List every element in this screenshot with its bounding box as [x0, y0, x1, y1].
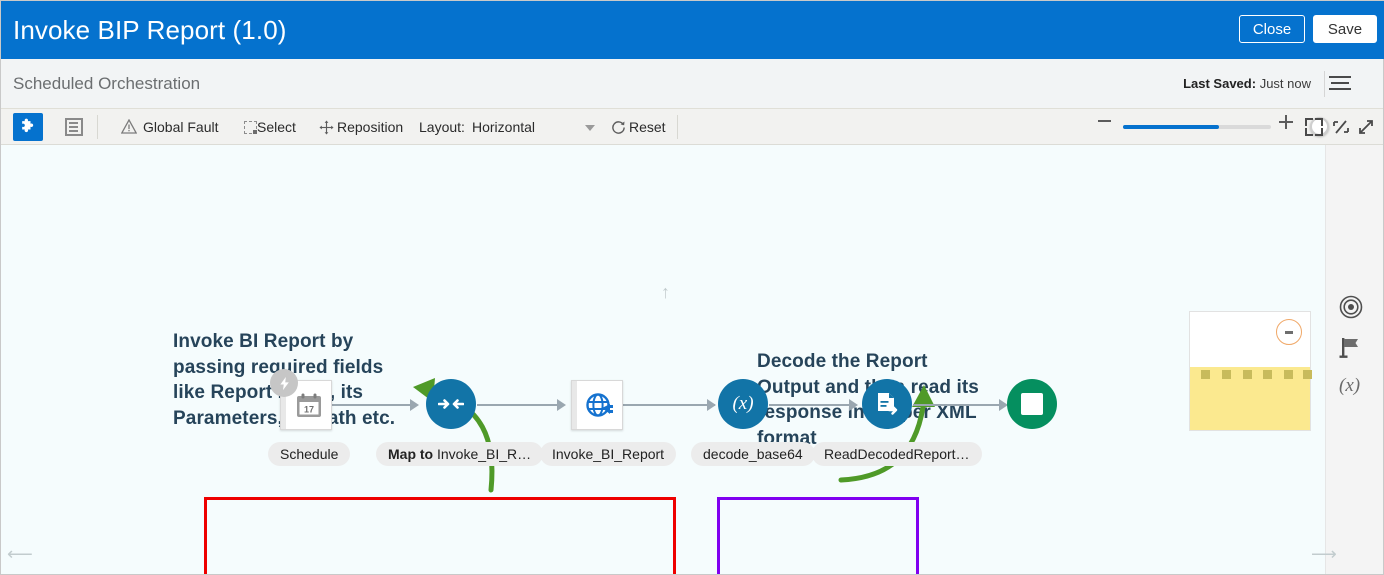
puzzle-icon[interactable] — [13, 113, 43, 141]
node-label-invoke-bi-report: Invoke_BI_Report — [540, 442, 677, 466]
toolbar-divider-1 — [97, 115, 98, 139]
reset-icon[interactable] — [611, 120, 626, 135]
connector-1 — [332, 404, 414, 406]
select-icon[interactable] — [244, 121, 257, 134]
connector-arrow-5 — [999, 399, 1008, 411]
reposition-icon[interactable] — [319, 120, 334, 135]
zoom-in-icon[interactable] — [1279, 115, 1293, 129]
node-label-decode-base64: decode_base64 — [691, 442, 815, 466]
last-saved-value: Just now — [1259, 76, 1311, 91]
close-button[interactable]: Close — [1239, 15, 1305, 43]
part-1-highlight — [204, 497, 676, 574]
chevron-down-icon[interactable] — [585, 125, 595, 131]
minimap-node-marker — [1263, 370, 1272, 379]
designer-toolbar: Global Fault Select Reposition Layout: H… — [1, 109, 1383, 145]
right-tool-strip — [1325, 145, 1383, 574]
connector-arrow-4 — [849, 399, 858, 411]
connector-3 — [623, 404, 715, 406]
node-label-schedule: Schedule — [268, 442, 351, 466]
minimap-node-marker — [1243, 370, 1252, 379]
soap-service-icon[interactable] — [571, 380, 623, 430]
variable-icon[interactable]: (x) — [1339, 375, 1361, 396]
node-label-prefix: Map to — [388, 446, 434, 462]
last-saved-status: Last Saved: Just now — [1183, 76, 1311, 91]
reset-button[interactable]: Reset — [629, 119, 666, 135]
connector-4 — [769, 404, 853, 406]
collapse-icon[interactable] — [1276, 319, 1302, 345]
select-button[interactable]: Select — [257, 119, 296, 135]
title-bar: Invoke BIP Report (1.0) Close Save — [1, 1, 1384, 59]
fit-to-screen-icon[interactable] — [1305, 118, 1323, 136]
layout-select[interactable]: Horizontal — [472, 119, 536, 135]
schedule-card[interactable]: 17 — [270, 369, 332, 430]
minimap-node-marker — [1284, 370, 1293, 379]
pan-up-arrow[interactable]: ↑ — [661, 282, 670, 302]
warning-triangle-icon[interactable] — [121, 119, 137, 134]
svg-text:17: 17 — [304, 405, 314, 415]
variable-x-icon[interactable]: (x) — [718, 379, 768, 429]
calendar-icon: 17 — [297, 393, 321, 417]
connector-arrow-2 — [557, 399, 566, 411]
connector-arrow-1 — [410, 399, 419, 411]
last-saved-label: Last Saved: — [1183, 76, 1257, 91]
zoom-slider-fill — [1123, 125, 1219, 129]
hamburger-icon[interactable] — [1327, 73, 1353, 95]
page-title: Invoke BIP Report (1.0) — [13, 15, 287, 45]
map-transform-icon[interactable] — [426, 379, 476, 429]
zoom-slider[interactable] — [1123, 125, 1271, 129]
minimap-node-marker — [1222, 370, 1231, 379]
expand-icon[interactable] — [1357, 118, 1375, 136]
connector-5 — [913, 404, 1005, 406]
part-2-highlight — [717, 497, 919, 574]
flag-icon[interactable] — [1339, 337, 1361, 359]
toolbar-divider-2 — [677, 115, 678, 139]
header-divider — [1324, 71, 1325, 97]
connector-2 — [477, 404, 561, 406]
node-label-map-to-invoke: Map to Invoke_BI_R… — [376, 442, 544, 466]
list-view-icon[interactable] — [59, 113, 89, 141]
canvas-minimap[interactable] — [1189, 311, 1312, 431]
minimap-node-marker — [1201, 370, 1210, 379]
zoom-out-icon[interactable] — [1098, 120, 1111, 122]
file-stage-icon[interactable] — [862, 379, 912, 429]
node-label-read-decoded-report: ReadDecodedReport… — [812, 442, 982, 466]
connector-arrow-3 — [707, 399, 716, 411]
trigger-bolt-icon — [270, 369, 298, 397]
integration-type-label: Scheduled Orchestration — [13, 74, 201, 93]
target-icon[interactable] — [1339, 295, 1363, 319]
save-button[interactable]: Save — [1313, 15, 1377, 43]
flow-canvas[interactable]: ⟵ ⟶ ↑ Invoke BI Report by passing requir… — [1, 145, 1383, 574]
pan-left-arrow[interactable]: ⟵ — [7, 544, 33, 564]
layout-label: Layout: — [419, 119, 465, 135]
node-label-text: Invoke_BI_R… — [437, 446, 532, 462]
sub-header: Scheduled Orchestration Last Saved: Just… — [1, 59, 1383, 109]
global-fault-button[interactable]: Global Fault — [143, 119, 219, 135]
stop-square-icon[interactable] — [1007, 379, 1057, 429]
actual-size-icon[interactable] — [1332, 118, 1350, 136]
minimap-node-marker — [1303, 370, 1312, 379]
reposition-button[interactable]: Reposition — [337, 119, 404, 135]
pan-right-arrow[interactable]: ⟶ — [1311, 544, 1337, 564]
